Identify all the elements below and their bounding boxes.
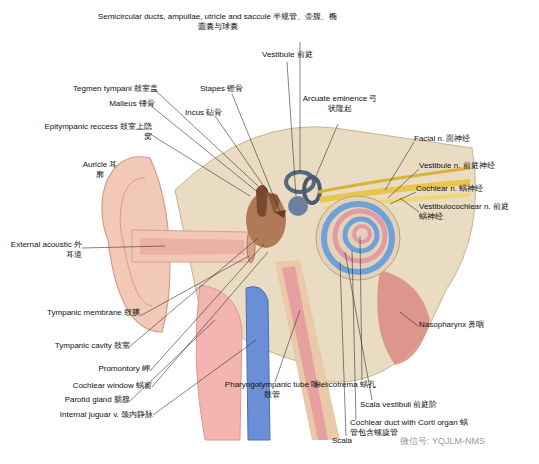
vestibule: [288, 196, 308, 216]
part-label: Internal juguar v. 颈内静脉: [20, 410, 153, 420]
part-label: Tympanic membrane 鼓膜: [20, 308, 140, 318]
leader-lines: [82, 42, 419, 436]
part-label: Helicotrema 蜗孔: [315, 380, 415, 390]
cochlea-turn: [345, 219, 377, 251]
part-label: Arcuate eminence 弓状隆起: [300, 94, 380, 114]
part-label: Parotid gland 腮腺: [40, 395, 130, 405]
part-label: Semicircular ducts, ampullae, utricle an…: [95, 12, 340, 32]
part-label: External acoustic 外耳道: [4, 240, 82, 260]
cochlea: [316, 196, 400, 280]
part-label: Epitympanic reccess 鼓室上隐窝: [40, 122, 152, 142]
tube-outer: [275, 260, 340, 440]
part-label: Tegmen tympani 鼓室盖: [60, 84, 158, 94]
part-label: Auricle 耳廓: [80, 160, 120, 180]
part-label: Promontory 岬: [60, 364, 150, 374]
jugular-vein: [246, 287, 270, 441]
part-label: Cochlear duct with Corti organ 蜗管包含螺旋管: [350, 418, 475, 438]
muscle: [377, 270, 430, 365]
part-label: Malleus 锤骨: [95, 99, 155, 109]
cochlea-turn: [354, 226, 370, 242]
semicircular-canal: [286, 172, 314, 192]
tube-inner: [282, 266, 328, 440]
stapes: [274, 210, 286, 218]
watermark: 微信号: YQJLM-NMS: [400, 436, 520, 446]
cochlea-turn: [324, 204, 392, 272]
semicircular-canal: [304, 177, 320, 203]
part-label: Facial n. 面神经: [414, 134, 514, 144]
part-label: Cochlear window 蜗窗: [30, 381, 152, 391]
part-label: Pharyngotympanic tube 咽鼓管: [222, 380, 322, 400]
part-label: Scala vestibuli 前庭阶: [360, 400, 480, 410]
part-label: Incus 砧骨: [185, 108, 245, 118]
part-label: Nasopharynx 鼻咽: [419, 320, 519, 330]
part-label: Vestibulocochlear n. 前庭蜗神经: [419, 202, 509, 222]
parotid: [196, 285, 242, 440]
part-label: Vestibule n. 前庭神经: [419, 161, 529, 171]
part-label: Vestibule 前庭: [262, 50, 322, 60]
part-label: Scala: [332, 436, 372, 446]
part-label: Tympanic cavity 鼓室: [40, 341, 130, 351]
part-label: Cochlear n. 蜗神经: [416, 184, 526, 194]
part-label: Stapes 镫骨: [200, 84, 260, 94]
